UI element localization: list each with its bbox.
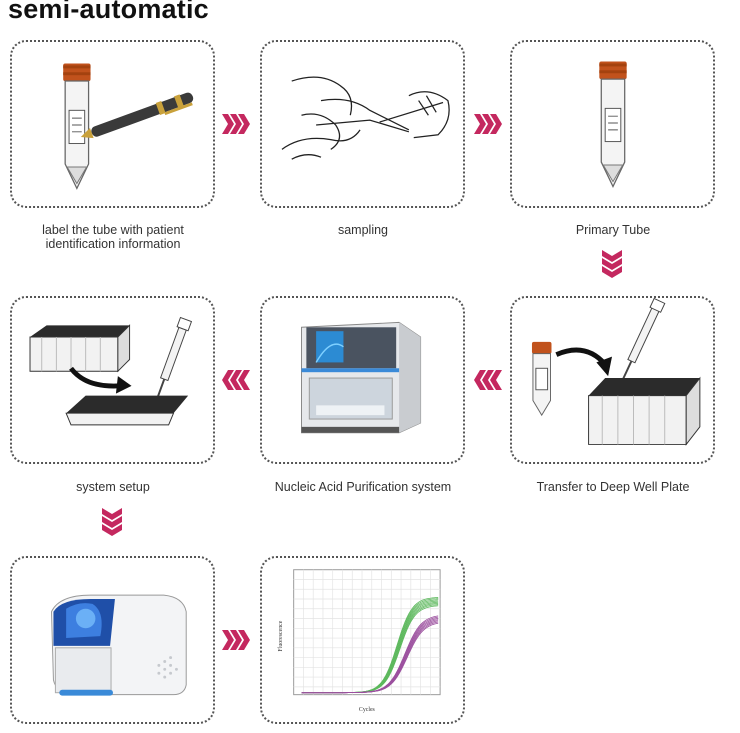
chart-ylabel: Fluorescence (278, 620, 284, 651)
step-label-transfer: Transfer to Deep Well Plate (536, 480, 690, 494)
step-label-label-tube: label the tube with patient identificati… (42, 223, 184, 251)
chart-xlabel: Cycles (359, 707, 376, 713)
tube-and-pen-illustration (63, 63, 194, 190)
amplification-curve (301, 622, 439, 694)
step-card-system-setup (10, 296, 215, 464)
step-label-primary-tube: Primary Tube (575, 223, 651, 237)
step-card-label-tube (10, 40, 215, 208)
chevron-down-icon (602, 250, 622, 278)
pcr-instrument-illustration (50, 594, 187, 696)
chevron-right-icon (474, 114, 502, 134)
chevron-right-icon (222, 114, 250, 134)
chevron-right-icon (222, 630, 250, 650)
step-label-nucleic-acid: Nucleic Acid Purification system (274, 480, 452, 494)
chevron-down-icon (102, 508, 122, 536)
amplification-chart: Fluorescence Cycles (278, 569, 441, 713)
step-label-system-setup: system setup (76, 480, 150, 494)
system-setup-illustration (29, 316, 193, 426)
page-title: semi-automatic (8, 0, 209, 24)
step-label-sampling: sampling (337, 223, 389, 237)
transfer-illustration (531, 298, 701, 446)
chevron-left-icon (474, 370, 502, 390)
step-card-nucleic-acid (260, 296, 465, 464)
sampling-illustration (281, 76, 450, 160)
purification-instrument-illustration (301, 321, 422, 434)
step-card-pcr-instrument (10, 556, 215, 724)
step-card-primary-tube (510, 40, 715, 208)
step-card-transfer (510, 296, 715, 464)
step-card-sampling (260, 40, 465, 208)
chevron-left-icon (222, 370, 250, 390)
step-card-amplification-curve: Fluorescence Cycles (260, 556, 465, 724)
primary-tube-illustration (599, 61, 627, 188)
